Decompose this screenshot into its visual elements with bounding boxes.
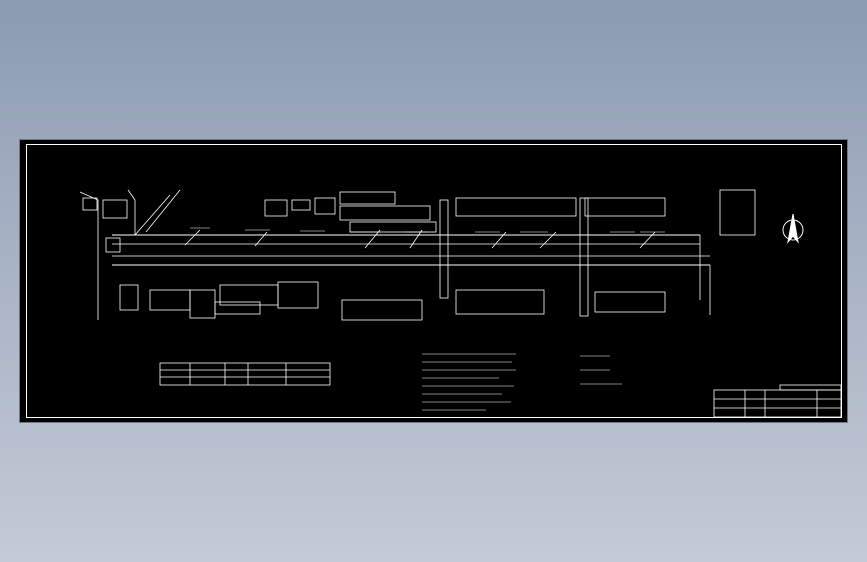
summary-table bbox=[159, 362, 331, 386]
left-road-edge-2 bbox=[127, 189, 136, 235]
leader-line-7 bbox=[639, 231, 656, 249]
leader-line-2 bbox=[254, 231, 268, 247]
lower-building-2 bbox=[455, 289, 545, 315]
road-divider-2 bbox=[579, 197, 589, 317]
diagonal-road-1 bbox=[134, 194, 171, 236]
right-building bbox=[719, 189, 756, 236]
cad-drawing-canvas[interactable] bbox=[20, 140, 847, 422]
leader-line-6 bbox=[539, 231, 557, 249]
lower-building-3 bbox=[594, 291, 666, 313]
drawing-content bbox=[26, 144, 842, 418]
upper-building-3 bbox=[314, 197, 336, 215]
block-3 bbox=[214, 301, 261, 315]
drawing-border bbox=[26, 144, 842, 418]
block-2 bbox=[277, 281, 319, 309]
left-building-3 bbox=[105, 237, 121, 253]
left-road-edge bbox=[79, 191, 99, 320]
leader-line-1 bbox=[184, 229, 201, 246]
north-arrow bbox=[782, 213, 804, 244]
upper-building-2 bbox=[291, 199, 311, 211]
left-building-2 bbox=[102, 199, 128, 219]
notes-block bbox=[422, 353, 622, 411]
upper-building-7 bbox=[455, 197, 577, 217]
annotation-marks bbox=[190, 227, 665, 233]
diagonal-road-2 bbox=[145, 189, 181, 233]
leader-line-5 bbox=[491, 231, 507, 249]
leader-line-3 bbox=[364, 229, 381, 249]
title-block bbox=[713, 384, 842, 418]
upper-building-4 bbox=[339, 191, 396, 205]
upper-building-6 bbox=[349, 221, 437, 233]
cad-viewport[interactable] bbox=[20, 140, 847, 422]
site-plan bbox=[79, 189, 756, 321]
upper-building-5 bbox=[339, 205, 431, 221]
left-building-4 bbox=[119, 284, 139, 311]
left-building-5 bbox=[149, 289, 191, 311]
leader-line-4 bbox=[409, 229, 423, 249]
road-divider-1 bbox=[439, 199, 449, 299]
left-building-1 bbox=[82, 197, 98, 211]
left-building-6 bbox=[189, 289, 216, 319]
upper-building-8 bbox=[584, 197, 666, 217]
lower-building-1 bbox=[341, 299, 423, 321]
upper-building-1 bbox=[264, 199, 288, 217]
